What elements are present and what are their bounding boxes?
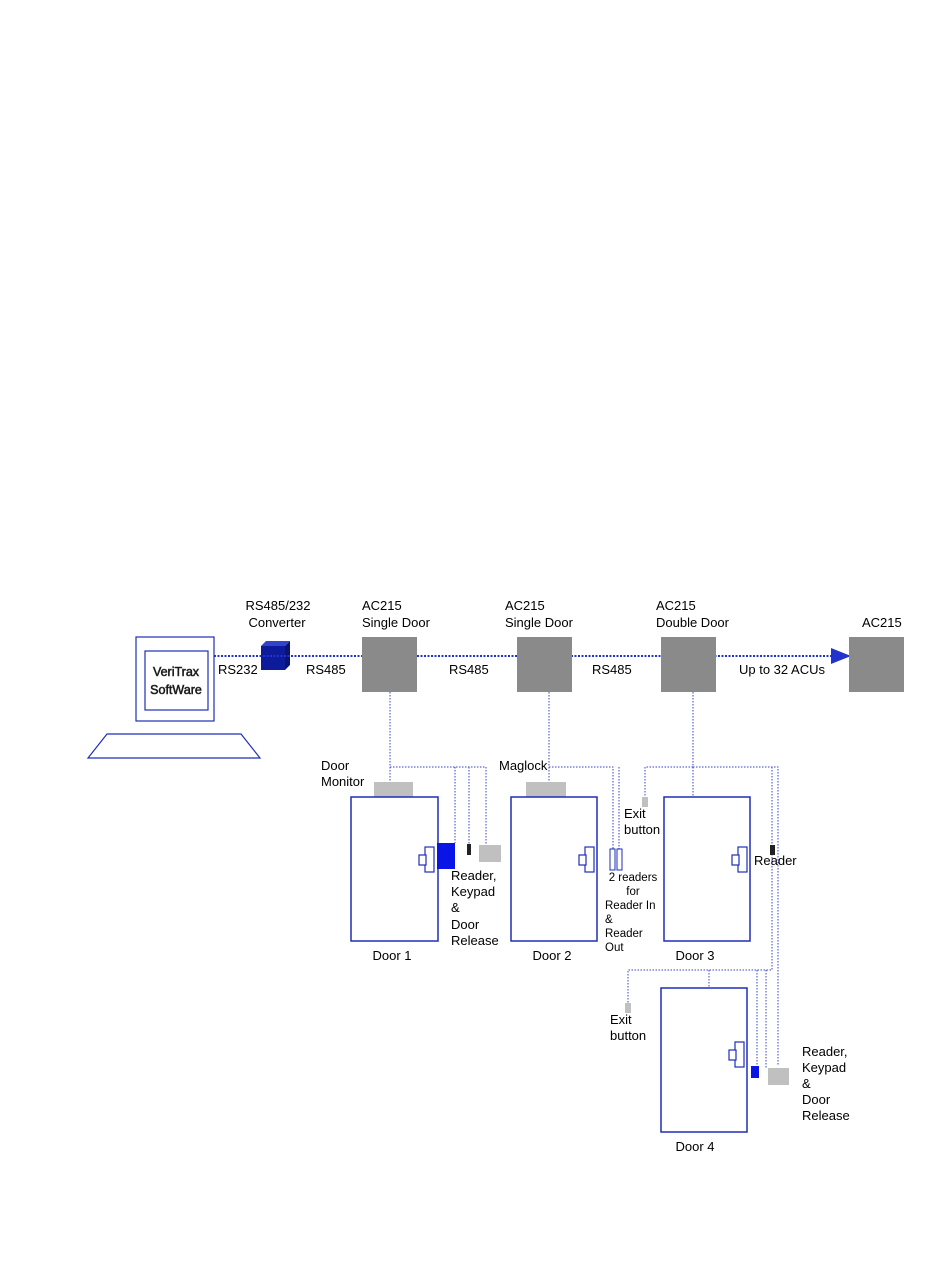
reader-keypad-1-line5: Release [451, 933, 499, 948]
reader-keypad-1-line1: Reader, [451, 868, 497, 883]
reader-keypad-2-line4: Door [802, 1092, 831, 1107]
reader-in-device [609, 848, 616, 871]
controller-4-line1: AC215 [862, 615, 902, 630]
exit-button-2-line2: button [610, 1028, 646, 1043]
door-monitor-label-line1: Door [321, 758, 350, 773]
reader-keypad-1-line2: Keypad [451, 884, 495, 899]
door-2-label: Door 2 [532, 948, 571, 963]
door-3-handle-icon [731, 846, 748, 873]
reader-3-label: Reader [754, 853, 797, 868]
two-readers-line4: & [605, 914, 613, 926]
exit-button-1-line2: button [624, 822, 660, 837]
reader-1-device [437, 843, 455, 869]
converter-top [261, 641, 290, 646]
exit-button-2-device [625, 1003, 631, 1013]
wire-c3-right [693, 766, 779, 1066]
exit-button-1-device [642, 797, 648, 807]
door-release-4-device [768, 1068, 789, 1085]
reader-keypad-2-line1: Reader, [802, 1044, 848, 1059]
door-2-handle-icon [578, 846, 595, 873]
rs485-label-3: RS485 [592, 662, 632, 677]
door-monitor-label-line2: Monitor [321, 774, 365, 789]
exit-button-1-line1: Exit [624, 806, 646, 821]
maglock-device [526, 782, 566, 797]
controller-box-4 [849, 637, 904, 692]
door-release-1-device [479, 845, 501, 862]
converter-label-line2: Converter [248, 615, 306, 630]
software-label-line2: SoftWare [150, 683, 202, 697]
exit-button-2-line1: Exit [610, 1012, 632, 1027]
reader-4-device [751, 1066, 759, 1078]
controller-1-line1: AC215 [362, 598, 402, 613]
keyboard [86, 733, 262, 759]
reader-keypad-1-line4: Door [451, 917, 480, 932]
door-1 [350, 796, 439, 942]
computer: VeriTrax SoftWare [86, 636, 262, 759]
controller-box-3 [661, 637, 716, 692]
door-1-label: Door 1 [372, 948, 411, 963]
reader-keypad-2-line5: Release [802, 1108, 850, 1123]
controller-3-line1: AC215 [656, 598, 696, 613]
controller-2-line2: Single Door [505, 615, 574, 630]
door-4-label: Door 4 [675, 1139, 714, 1154]
keypad-1-device [467, 844, 471, 855]
two-readers-line5: Reader [605, 928, 643, 940]
controller-1-line2: Single Door [362, 615, 431, 630]
door-3 [663, 796, 751, 942]
software-label-line1: VeriTrax [153, 665, 200, 679]
reader-out-device [616, 848, 623, 871]
door-1-handle-icon [418, 846, 435, 873]
up-to-label: Up to 32 ACUs [739, 662, 825, 677]
maglock-label: Maglock [499, 758, 548, 773]
door-2 [510, 796, 598, 942]
door-4-handle-icon [728, 1041, 745, 1068]
converter-label-line1: RS485/232 [245, 598, 310, 613]
door-3-label: Door 3 [675, 948, 714, 963]
monitor-screen [144, 650, 209, 711]
wiring [389, 692, 779, 1069]
two-readers-line2: for [626, 886, 640, 898]
controller-box-1 [362, 637, 417, 692]
two-readers-line6: Out [605, 942, 624, 954]
reader-3-device [770, 845, 775, 855]
controller-3-line2: Double Door [656, 615, 730, 630]
door-monitor-device [374, 782, 413, 797]
wire-c1-main [389, 692, 487, 845]
reader-keypad-2-line2: Keypad [802, 1060, 846, 1075]
rs485-label-1: RS485 [306, 662, 346, 677]
rs232-label: RS232 [218, 662, 258, 677]
converter-front [261, 646, 285, 670]
rs485-label-2: RS485 [449, 662, 489, 677]
two-readers-line3: Reader In [605, 900, 656, 912]
controller-2-line1: AC215 [505, 598, 545, 613]
wire-d4-bus [627, 845, 773, 1005]
two-readers-line1: 2 readers [609, 872, 658, 884]
reader-keypad-1-line3: & [451, 900, 460, 915]
wire-c3-main [644, 692, 694, 801]
controller-box-2 [517, 637, 572, 692]
reader-keypad-2-line3: & [802, 1076, 811, 1091]
wire-c2-main [548, 692, 614, 849]
